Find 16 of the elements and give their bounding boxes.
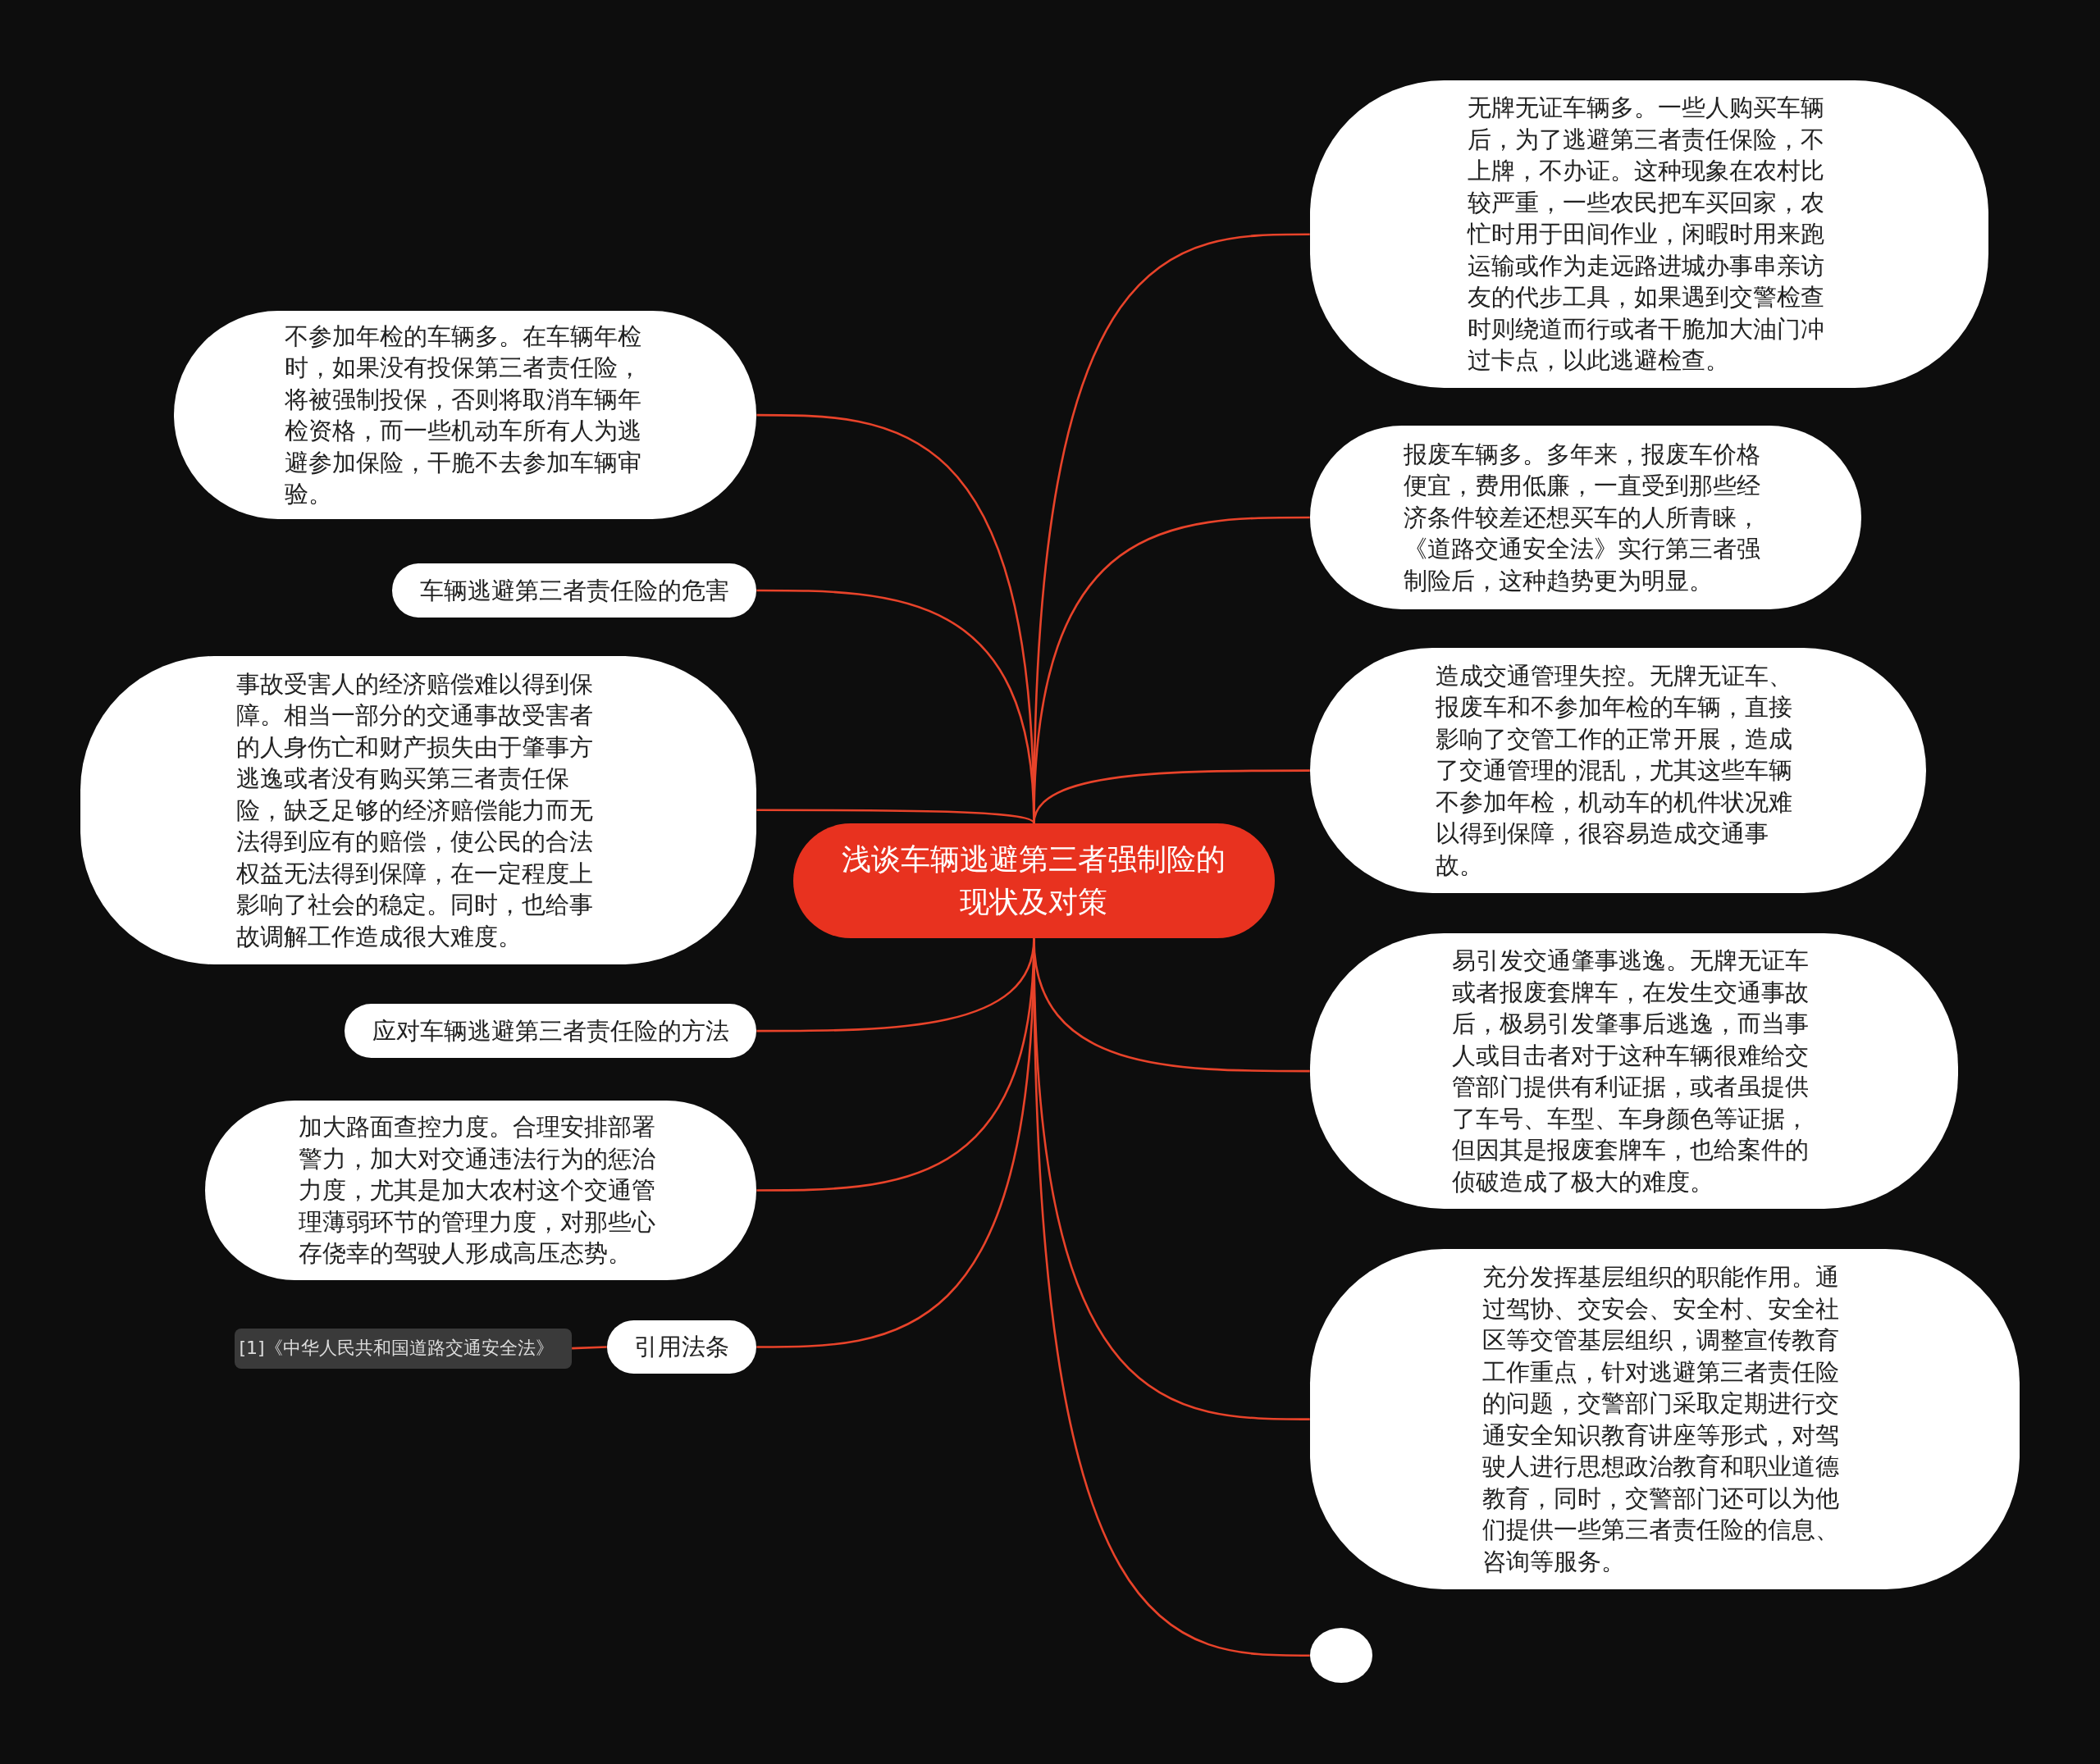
node-text: [1]《中华人民共和国道路交通安全法》 [239,1337,555,1361]
node-text: 充分发挥基层组织的职能作用。通过驾协、交安会、安全村、安全社区等交管基层组织，调整宣传教育工作重点，针对逃避第三者责任险的问题，交警部门采取定期进行交通安全知识教育讲座等形式，对驾驶人进行思想政治教育和职业道德教育，同时，交警部门还可以为他们提供一些第三者责任险的信息、咨询等服务。 [1482,1262,1841,1577]
node-text: 车辆逃避第三者责任险的危害 [419,575,729,606]
node-text: 应对车辆逃避第三者责任险的方法 [372,1015,729,1046]
node-text: 浅谈车辆逃避第三者强制险的现状及对策 [841,841,1227,921]
connector-line [756,809,1035,824]
node-text: 报废车辆多。多年来，报废车价格便宜，费用低廉，一直受到那些经济条件较差还想买车的人所青睐，《道路交通安全法》实行第三者强制险后，这种趋势更为明显。 [1404,439,1761,596]
node-text: 不参加年检的车辆多。在车辆年检时，如果没有投保第三者责任险，将被强制投保，否则将取消车辆年检资格，而一些机动车所有人为逃避参加保险，干脆不去参加车辆审验。 [284,321,642,510]
node-text: 引用法条 [634,1332,729,1363]
node-text: 无牌无证车辆多。一些人购买车辆后，为了逃避第三者责任保险，不上牌，不办证。这种现象在农村比较严重，一些农民把车买回家，农忙时用于田间作业，闲暇时用来跑运输或作为走远路进城办事串亲访友的代步工具，如果遇到交警检查时则绕道而行或者干脆加大油门冲过卡点，以此逃避检查。 [1467,93,1825,376]
node-text: 加大路面查控力度。合理安排部署警力，加大对交通违法行为的惩治力度，尤其是加大农村这个交通管理薄弱环节的管理力度，对那些心存侥幸的驾驶人形成高压态势。 [299,1112,657,1269]
reference-box [234,1328,573,1369]
node-text: 事故受害人的经济赔偿难以得到保障。相当一部分的交通事故受害者的人身伤亡和财产损失由于肇事方逃逸或者没有购买第三者责任保险，缺乏足够的经济赔偿能力而无法得到应有的赔偿，使公民的合法权益无法得到保障，在一定程度上影响了社会的稳定。同时，也给事故调解工作造成很大难度。 [236,668,595,952]
node-text: 易引发交通肇事逃逸。无牌无证车或者报废套牌车，在发生交通事故后，极易引发肇事后逃逸，而当事人或目击者对于这种车辆很难给交管部门提供有利证据，或者虽提供了车号、车型、车身颜色等证据，但因其是报废套牌车，也给案件的侦破造成了极大的难度。 [1451,946,1810,1197]
connector-line [572,1346,607,1350]
node-text: 造成交通管理失控。无牌无证车、报废车和不参加年检的车辆，直接影响了交管工作的正常开展，造成了交通管理的混乱，尤其这些车辆不参加年检，机动车的机件状况难以得到保障，很容易造成交通事故。 [1436,660,1794,881]
